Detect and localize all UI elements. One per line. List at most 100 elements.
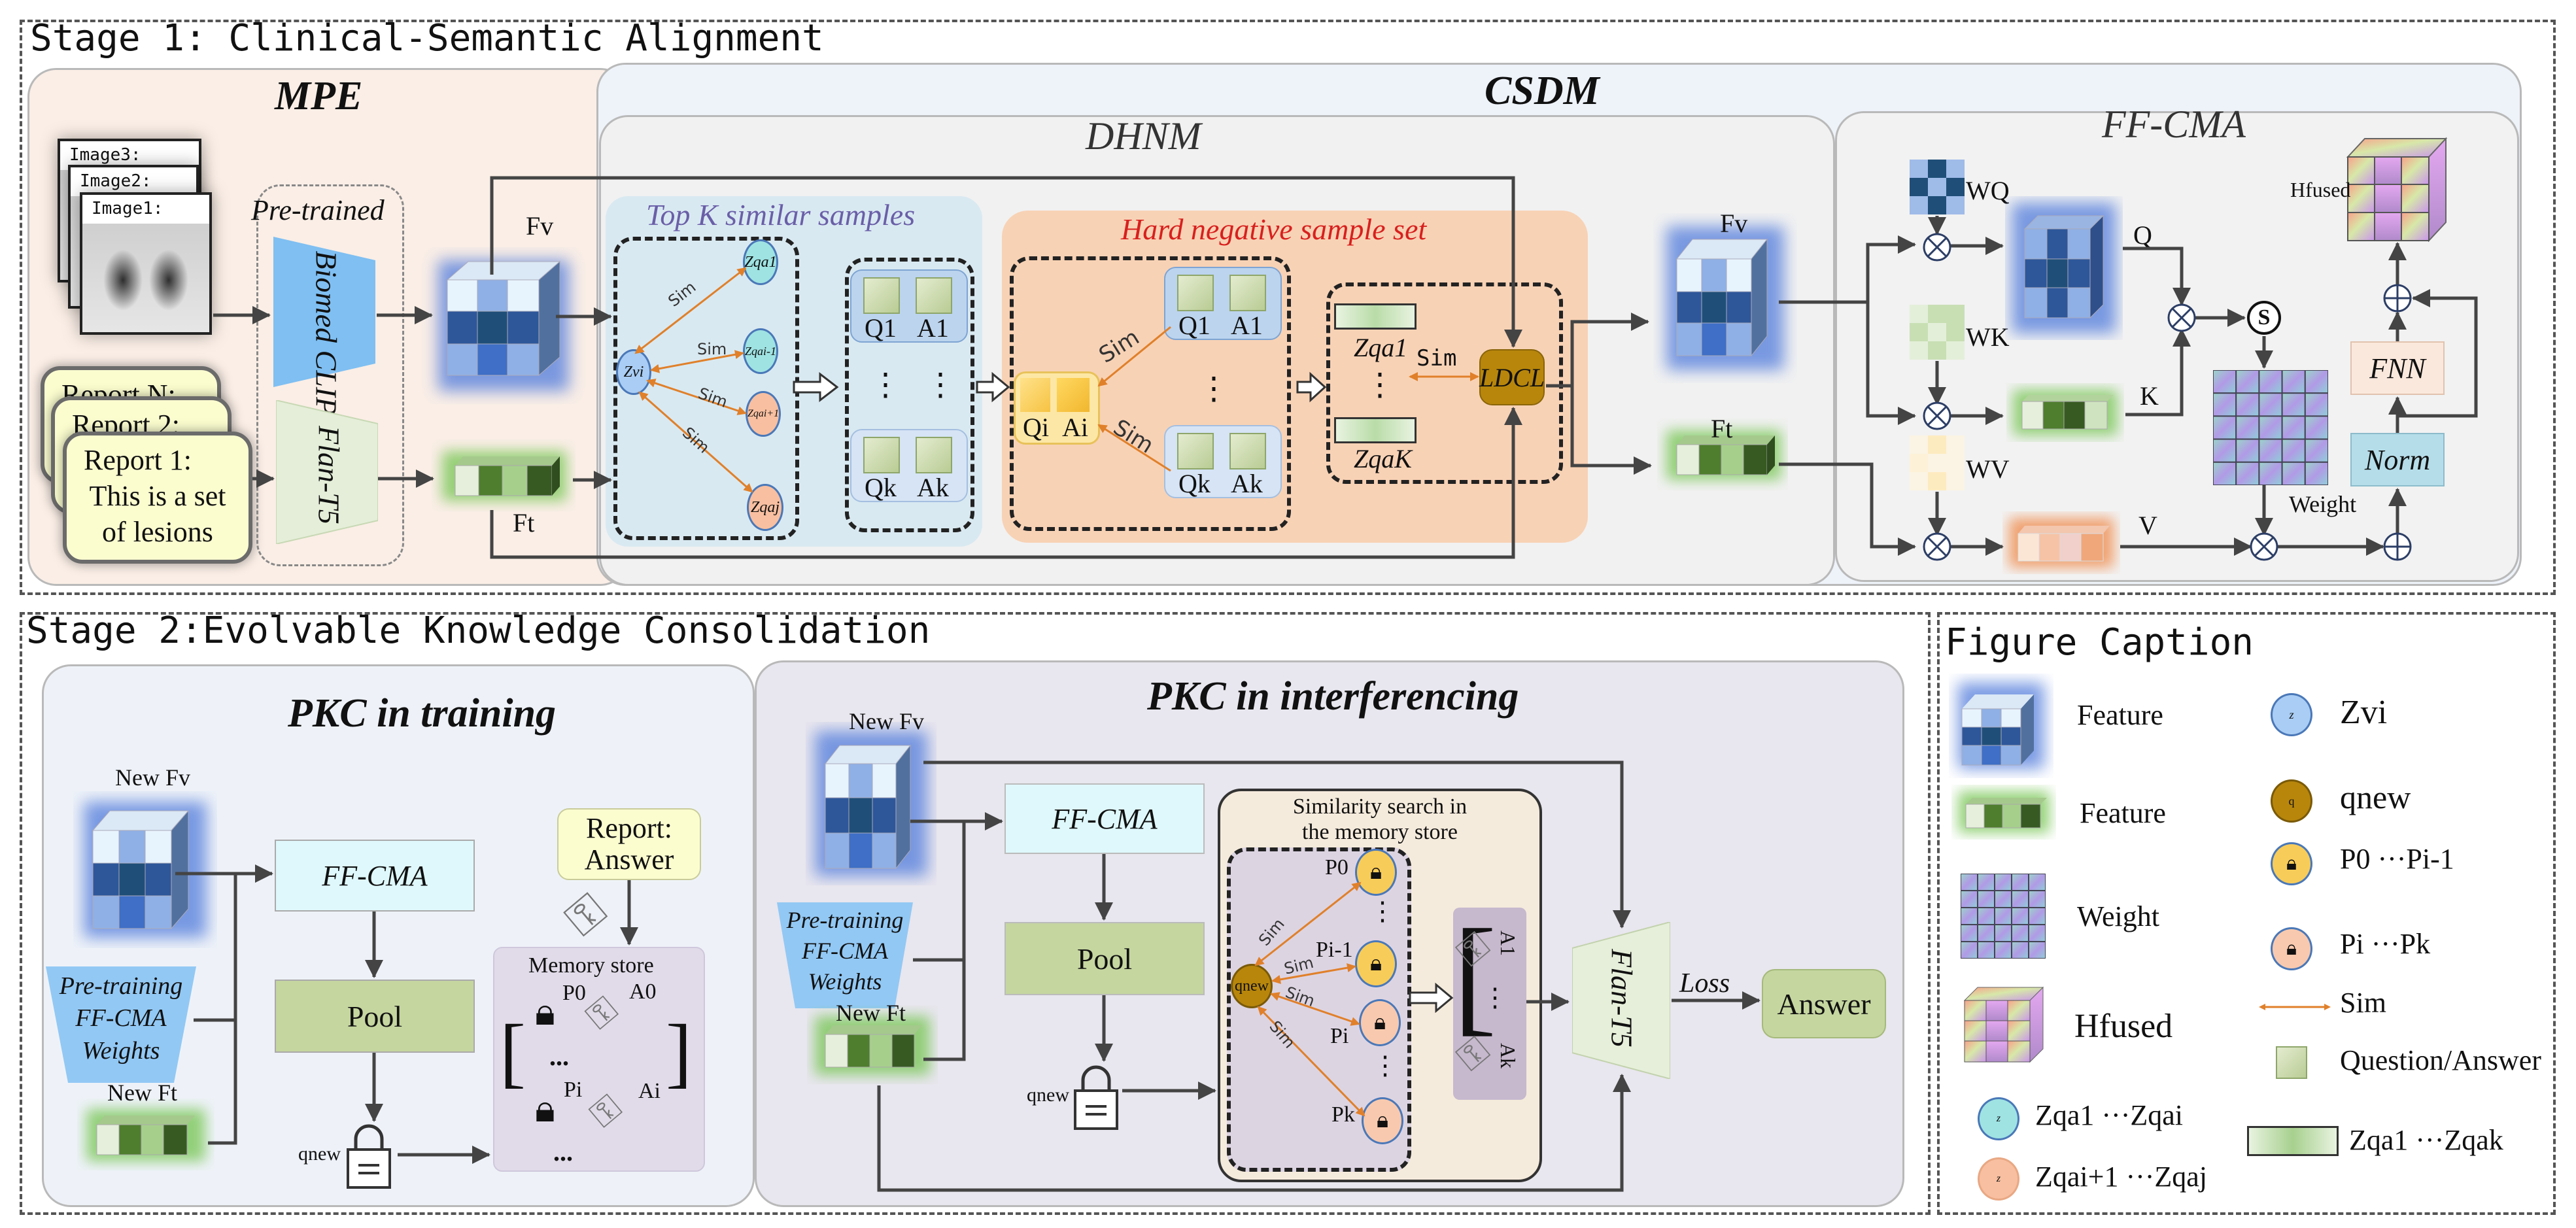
wire-q-to-mul — [2123, 247, 2191, 306]
p0-lock-node: 🔒︎ — [1355, 849, 1397, 896]
hollow-arrow-hardneg-to-z — [1296, 371, 1327, 403]
legend-yellow-lock: P0 ···Pi-1 — [2340, 843, 2454, 875]
add-residual-2-icon — [2383, 284, 2412, 313]
memory-ellipsis-1: ... — [549, 1042, 569, 1071]
sim-qnew-pi-1 — [1271, 963, 1356, 984]
sim-zvi-zqa1 — [634, 267, 747, 354]
hn-a1-cube — [1229, 275, 1266, 311]
wire-fv-to-k — [1866, 302, 1916, 425]
wire-training-weights — [194, 874, 237, 1022]
memory-left-bracket: [ — [500, 1008, 526, 1095]
new-fv-label-training: New Fv — [115, 764, 190, 791]
multiply-v-icon — [1923, 532, 1951, 561]
qi-cube — [1020, 378, 1050, 412]
z-vertical-ellipsis: ⋮ — [1364, 367, 1396, 402]
topk-qa-group — [845, 258, 974, 532]
legend-sim: Sim — [2340, 987, 2386, 1019]
multiply-qk-icon — [2167, 303, 2196, 332]
fv-feature-cube-mpe — [438, 260, 569, 391]
p-dots-upper: ⋮ — [1369, 896, 1396, 926]
weight-cell — [2011, 907, 2029, 925]
new-fv-cube-training — [84, 802, 207, 938]
softmax-node: S — [2247, 301, 2281, 335]
sim-qnew-p0 — [1254, 881, 1362, 966]
legend-zqa-orange: Zqai+1 ···Zqaj — [2035, 1161, 2208, 1193]
legend-qa: Question/Answer — [2340, 1044, 2541, 1076]
sim-zvi-zqai-1 — [650, 350, 744, 373]
sim-label-2: Sim — [697, 340, 727, 358]
weight-cell — [2304, 370, 2328, 394]
ft-feature-bar-mpe — [442, 451, 566, 501]
z-embedding-group — [1326, 282, 1563, 484]
lock-icon-qnew-training — [347, 1124, 391, 1189]
qnew-label-training: qnew — [298, 1143, 341, 1165]
hard-negative-title: Hard negative sample set — [1121, 213, 1427, 246]
weight-cell — [2235, 392, 2260, 417]
wv-label: WV — [1966, 454, 2010, 484]
ak-label: Ak — [917, 473, 949, 502]
topk-title: Top K similar samples — [646, 198, 916, 231]
qk-cube — [863, 437, 900, 473]
multiply-q-icon — [1923, 233, 1951, 262]
sim-qi-q1 — [1097, 326, 1171, 387]
zvi-node-icon: z — [2271, 693, 2312, 736]
pretrained-label: Pre-trained — [251, 194, 385, 226]
memory-store — [493, 947, 705, 1172]
dhnm-title: DHNM — [1086, 114, 1201, 158]
legend-z-bar: Zqa1 ···Zqak — [2349, 1124, 2503, 1156]
sim-label-s2-4: Sim — [1265, 1017, 1299, 1052]
q-label: Q — [2133, 220, 2152, 250]
legend-weight: Weight — [2077, 900, 2159, 932]
sim-label-hn-bottom: Sim — [1108, 415, 1158, 459]
p0-label-search: P0 — [1325, 855, 1348, 879]
xray-image-1: Image1: — [80, 192, 212, 335]
blue-feature-cube-icon — [1958, 683, 2044, 769]
mpe-title: MPE — [275, 74, 363, 118]
hn-vertical-ellipsis: ⋮ — [1198, 371, 1229, 406]
sim-label-s2-3: Sim — [1283, 983, 1317, 1010]
weight-cell — [2213, 392, 2237, 417]
wire-ft-to-ldcl — [490, 407, 1522, 559]
zqa1-bar — [1334, 303, 1417, 330]
wk-label: WK — [1966, 322, 2010, 352]
weight-cell — [2258, 461, 2283, 485]
q-cube — [2012, 203, 2116, 333]
wire-training-ft — [208, 1020, 237, 1145]
new-fv-label-inference: New Fv — [849, 708, 924, 734]
k-bar — [2013, 390, 2118, 435]
ai-label-memory: Ai — [638, 1079, 661, 1103]
pretrain-weights-label-inference: Pre-training FF-CMA Weights — [786, 907, 904, 995]
wq-label: WQ — [1966, 176, 2010, 205]
ffcma-box-inference: FF-CMA — [1005, 783, 1205, 854]
fnn-box: FNN — [2350, 341, 2445, 395]
caption-title: Figure Caption — [1945, 621, 2254, 664]
wk-matrix — [1910, 305, 1965, 360]
zqai-1-node: Zqai-1 — [743, 328, 778, 374]
hn-qk-cube — [1177, 433, 1214, 469]
stage1-title: Stage 1: Clinical-Semantic Alignment — [30, 17, 824, 60]
hn-qk-label: Qk — [1178, 469, 1211, 498]
wire-ft-to-v — [1779, 462, 1916, 556]
qnew-node-icon: q — [2271, 779, 2312, 823]
sim-qnew-pk — [1257, 1006, 1365, 1117]
zqak-bar-label: ZqaK — [1354, 444, 1412, 473]
zqa1-node: Zqa1 — [743, 239, 778, 285]
wire-fv-to-flant5 — [923, 760, 1631, 929]
weight-cell — [2304, 415, 2328, 440]
v-bar — [2009, 518, 2114, 568]
pretrained-group — [256, 184, 404, 566]
new-ft-bar-inference — [815, 1016, 930, 1075]
ldcl-loss-box: LDCL — [1479, 349, 1545, 405]
pkc-inference-title: PKC in interferencing — [1147, 674, 1519, 719]
ft-label-mpe: Ft — [513, 508, 535, 537]
pk-lock-node: 🔒︎ — [1362, 1097, 1403, 1144]
add-residual-1-icon — [2383, 532, 2412, 561]
a0-label-memory: A0 — [629, 980, 657, 1004]
caption-frame — [1937, 612, 2556, 1215]
norm-box: Norm — [2350, 433, 2445, 486]
wv-matrix — [1910, 435, 1965, 490]
qa-cube-icon — [2276, 1046, 2307, 1079]
hn-ak-label: Ak — [1231, 469, 1263, 498]
weight-grid — [2213, 370, 2328, 485]
lock-icon-qnew-inference — [1074, 1065, 1118, 1130]
